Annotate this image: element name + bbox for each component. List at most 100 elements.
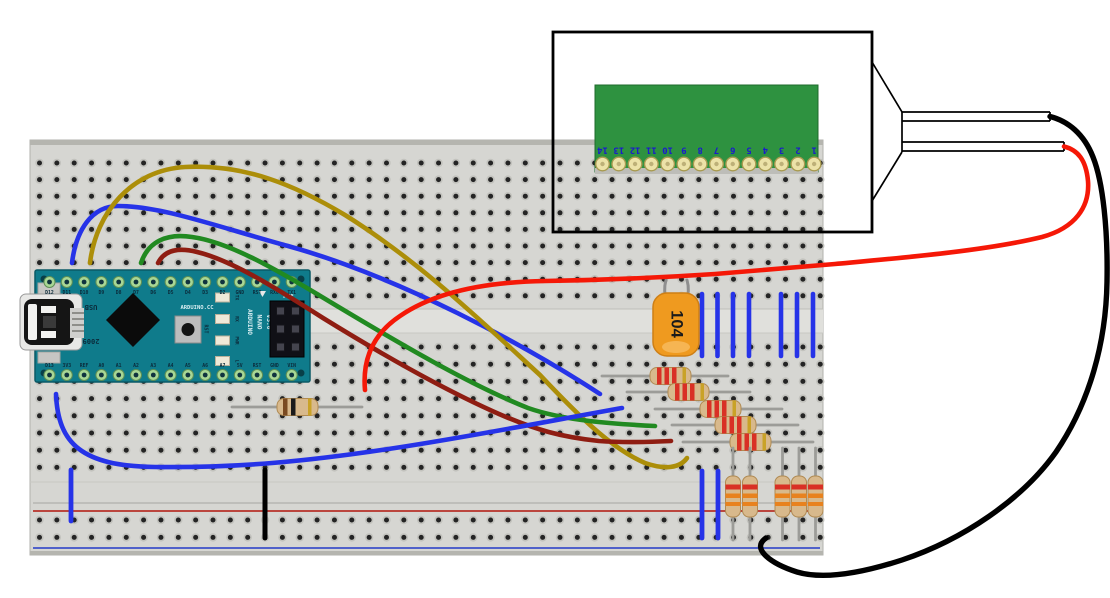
- module-pin-number: 5: [746, 145, 751, 155]
- mini-usb-connector: [19, 282, 84, 364]
- breadboard-top-edge: [30, 140, 823, 145]
- magnifier-box: [551, 30, 874, 234]
- icsp-pin: [291, 342, 300, 352]
- model-label: V3.0: [265, 315, 272, 330]
- resistor-vertical-5[interactable]: [807, 446, 824, 542]
- pin-label-bottom: A4: [168, 363, 174, 369]
- capacitor-body[interactable]: [652, 292, 700, 357]
- pin-label-top: D8: [116, 290, 122, 296]
- led-label: TX: [234, 295, 240, 301]
- channel-jumper-wires[interactable]: [699, 291, 816, 359]
- cable-funnel-line: [871, 151, 903, 202]
- module-pin-number: 10: [662, 145, 673, 155]
- led-label: RX: [234, 316, 240, 322]
- brand-label: ARDUINO.CC: [180, 305, 213, 311]
- module-pin-number: 9: [681, 145, 686, 155]
- icsp-pin: [291, 306, 300, 316]
- led-rx: [215, 314, 230, 324]
- led-l: [215, 356, 230, 366]
- usb-label: USB: [85, 303, 98, 311]
- led-tx: [215, 292, 230, 303]
- pin-label-top: D5: [168, 290, 174, 296]
- resistor-vertical-4[interactable]: [791, 446, 807, 542]
- pin-label-top: GND: [235, 290, 244, 296]
- resistor-horizontal-3[interactable]: [653, 400, 784, 418]
- breadboard-bottom-edge: [30, 551, 823, 555]
- pin-label-top: D6: [150, 290, 156, 296]
- wires[interactable]: [53, 113, 1110, 579]
- icsp-pin: [276, 324, 285, 334]
- capacitor-sheen: [662, 341, 690, 353]
- module-pin-number: 2: [795, 145, 800, 155]
- module-pin-number: 1: [811, 145, 816, 155]
- pin-label-bottom: D13: [45, 363, 54, 369]
- resistor-horizontal-1[interactable]: [600, 367, 730, 385]
- module-pin-number: 14: [597, 145, 608, 155]
- resistor-horizontal-2[interactable]: [625, 383, 752, 401]
- mounting-hole: [297, 275, 305, 283]
- module-pin-number: 11: [646, 145, 657, 155]
- resistor-horizontal-5[interactable]: [681, 433, 815, 451]
- pin-label-top: D11: [62, 290, 71, 296]
- pin-label-bottom: VIN: [287, 363, 296, 369]
- wire-dark-red[interactable]: [155, 247, 674, 445]
- pin-label-bottom: A1: [116, 363, 122, 369]
- reset-button-cap[interactable]: [181, 323, 195, 336]
- wire-yellow-arc[interactable]: [87, 164, 690, 470]
- led-label: L: [234, 360, 240, 363]
- pin-label-top: D12: [45, 290, 54, 296]
- icsp-pin: [291, 324, 300, 334]
- pin-label-top: D10: [80, 290, 89, 296]
- led-label: PWR: [234, 336, 240, 345]
- pin-label-top: TX1: [287, 290, 296, 296]
- cable-funnel-line: [871, 61, 903, 113]
- wire-blue-long[interactable]: [53, 391, 625, 470]
- icsp-pin: [276, 306, 285, 316]
- wire-black-probe[interactable]: [757, 113, 1110, 579]
- pin-label-bottom: RST: [253, 363, 262, 369]
- resistor-horizontal-4[interactable]: [670, 416, 800, 434]
- magnifier-callout: [551, 30, 1065, 234]
- module-pin-number: 13: [613, 145, 624, 155]
- resistor-vertical-1[interactable]: [725, 446, 741, 542]
- pin-label-bottom: 3V3: [62, 363, 71, 369]
- pin-label-bottom: REF: [80, 363, 89, 369]
- pin-label-bottom: 5V: [237, 363, 243, 369]
- rail-jumper-wires[interactable]: [68, 467, 721, 541]
- pin-label-top: RX0: [270, 290, 279, 296]
- led-pwr: [215, 335, 230, 346]
- wire-red-probe[interactable]: [362, 144, 1091, 393]
- pin-label-top: D2: [220, 290, 226, 296]
- cable-funnel-line: [902, 111, 1051, 122]
- pin-label-bottom: GND: [270, 363, 279, 369]
- marker-triangle-icon: [259, 291, 266, 297]
- cable-funnel-line: [902, 141, 1065, 152]
- model-label: NANO: [256, 315, 263, 330]
- module-pin-number: 7: [714, 145, 719, 155]
- pin-label-top: RST: [253, 290, 262, 296]
- pin-label-bottom: A5: [185, 363, 191, 369]
- module-pin-number: 4: [762, 145, 768, 155]
- chip-diamond: [106, 293, 160, 347]
- pin-label-top: D7: [133, 290, 139, 296]
- model-label: ARDUINO: [246, 309, 253, 335]
- ceramic-capacitor-104[interactable]: 104: [652, 278, 700, 357]
- module-pin-number: 3: [779, 145, 784, 155]
- resistor-horizontal-small[interactable]: [230, 398, 364, 416]
- mounting-hole: [297, 369, 305, 377]
- module-pin-number: 12: [630, 145, 641, 155]
- resistor-vertical-3[interactable]: [774, 446, 791, 542]
- pin-label-top: D3: [202, 290, 208, 296]
- wire-green[interactable]: [138, 233, 658, 429]
- module-pin-number: 8: [697, 145, 702, 155]
- pin-label-bottom: A0: [99, 363, 105, 369]
- module-edge: [595, 168, 818, 174]
- year-label: 2009: [83, 337, 100, 345]
- reset-label: RST: [203, 324, 209, 333]
- pin-label-bottom: A2: [133, 363, 139, 369]
- resistor-vertical-2[interactable]: [742, 446, 758, 542]
